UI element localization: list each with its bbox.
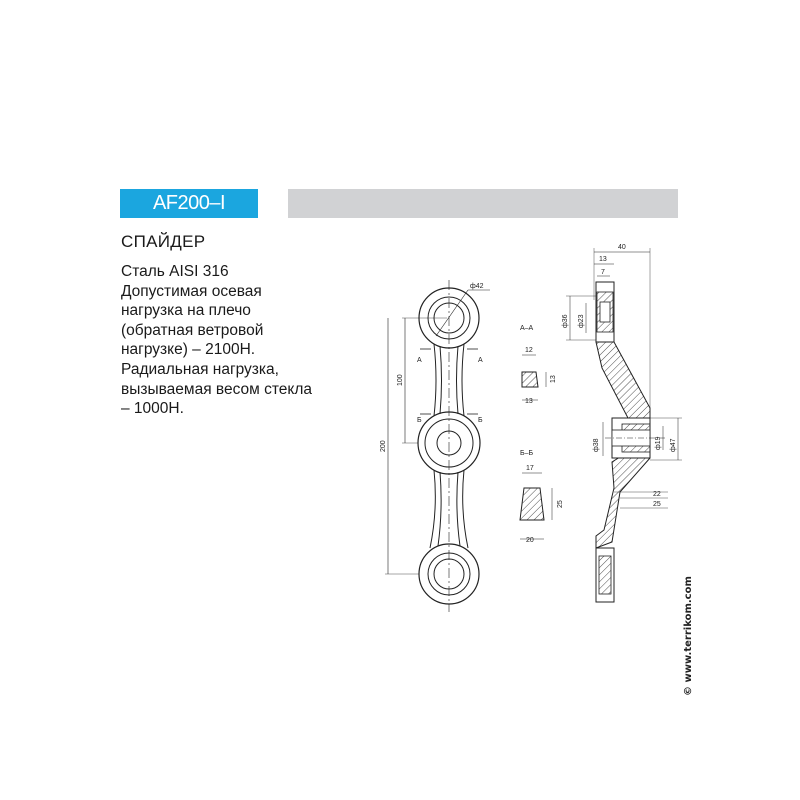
dim-100: 100 — [397, 374, 404, 386]
spec-line: Допустимая осевая — [121, 282, 262, 300]
section-aa-shape — [521, 371, 539, 388]
section-aa-title: А–А — [520, 325, 534, 332]
copyright-text: © www.terrikom.com — [683, 576, 694, 696]
spec-block: Сталь AISI 316 Допустимая осевая нагрузк… — [121, 262, 351, 419]
section-b-right: Б — [478, 417, 483, 424]
spec-line: вызываемая весом стекла — [121, 380, 313, 398]
dim-d47: ф47 — [670, 438, 677, 452]
dim-h25: 25 — [653, 501, 661, 508]
dim-h22: 22 — [653, 491, 661, 498]
spec-line: нагрузка на плечо — [121, 302, 251, 320]
dim-d36: ф36 — [562, 314, 569, 328]
section-bb-top: 17 — [526, 465, 534, 472]
header-bar — [288, 189, 678, 218]
section-bb-bottom: 20 — [526, 537, 534, 544]
side-view: 40 13 7 ф36 ф23 ф38 ф19 ф47 — [562, 244, 682, 603]
section-bb-title: Б–Б — [520, 450, 533, 457]
section-b-left: Б — [417, 417, 422, 424]
section-aa-bottom: 13 — [525, 398, 533, 405]
section-aa-top: 12 — [525, 347, 533, 354]
spec-line: нагрузке) – 2100Н. — [121, 341, 256, 359]
dim-13: 13 — [599, 256, 607, 263]
section-a-left: А — [417, 357, 422, 364]
dia-leader — [435, 289, 469, 337]
section-bb-shape — [519, 487, 545, 521]
spec-line: (обратная ветровой — [121, 321, 264, 339]
dim-d38: ф38 — [593, 438, 600, 452]
spec-line: Сталь AISI 316 — [121, 263, 229, 280]
arm-upper-outline — [433, 343, 465, 417]
arm-lower-inner — [437, 471, 461, 547]
front-view: ф42 А А Б Б 100 200 — [380, 280, 490, 612]
dim-d19: ф19 — [655, 436, 662, 450]
arm-lower-outline — [429, 469, 469, 549]
section-aa: А–А 12 13 13 — [520, 325, 557, 405]
product-name: СПАЙДЕР — [121, 232, 206, 251]
spec-line: Радиальная нагрузка, — [121, 360, 279, 378]
section-aa-height: 13 — [550, 375, 557, 383]
dim-dia-hole: ф42 — [470, 283, 484, 290]
arm-upper-inner — [439, 345, 459, 415]
model-tag: AF200–I — [120, 189, 258, 218]
lower-boss — [595, 547, 615, 603]
section-a-right: А — [478, 357, 483, 364]
dim-200: 200 — [380, 440, 387, 452]
spec-line: – 1000Н. — [121, 400, 184, 418]
section-bb: Б–Б 17 20 25 — [519, 450, 564, 544]
dim-d23: ф23 — [578, 314, 585, 328]
dim-7: 7 — [601, 269, 605, 276]
section-bb-height: 25 — [557, 500, 564, 508]
dim-40: 40 — [618, 244, 626, 251]
